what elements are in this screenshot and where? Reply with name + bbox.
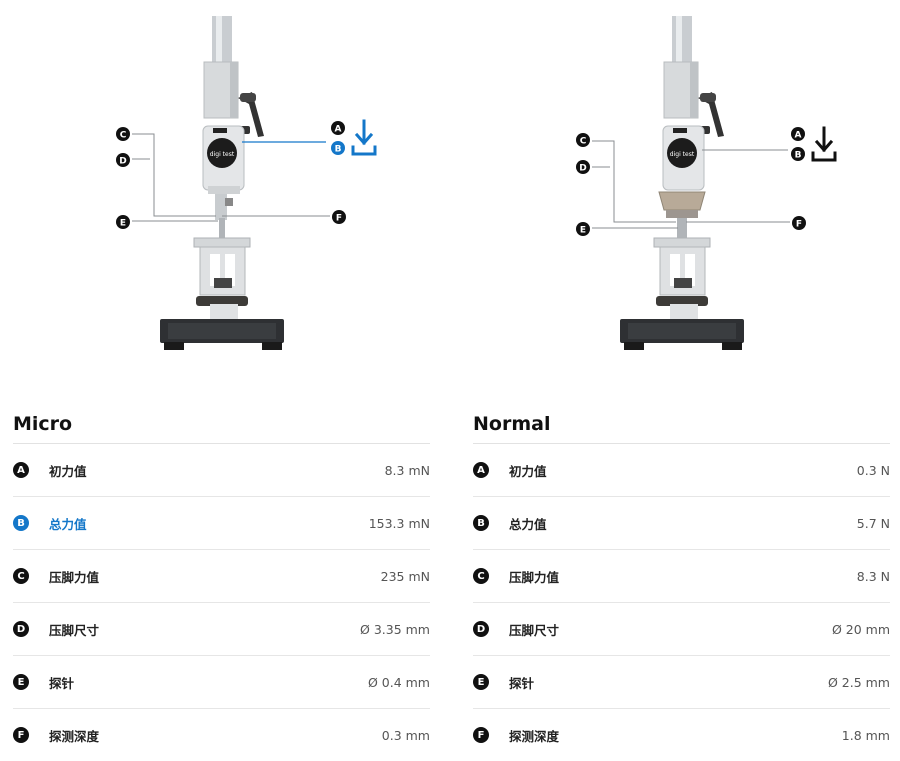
marker-c: C xyxy=(116,127,130,141)
marker-f: F xyxy=(332,210,346,224)
micro-title: Micro xyxy=(13,405,430,444)
spec-label: 初力值 xyxy=(509,463,547,479)
spec-value: Ø 0.4 mm xyxy=(367,674,430,690)
spec-row-c: C 压脚力值 8.3 N xyxy=(473,550,890,603)
svg-text:F: F xyxy=(796,220,802,230)
spec-value: 0.3 N xyxy=(856,462,890,478)
normal-device-illustration: digi test C D E F A B xyxy=(460,0,900,370)
svg-text:E: E xyxy=(120,219,126,229)
spec-row-e: E 探针 Ø 0.4 mm xyxy=(13,656,430,709)
spec-label: 总力值 xyxy=(509,516,547,532)
svg-text:D: D xyxy=(119,157,126,167)
svg-text:F: F xyxy=(336,214,342,224)
spec-label: 压脚力值 xyxy=(509,569,560,585)
download-arrow-icon xyxy=(351,119,377,156)
marker-a: A xyxy=(331,121,345,135)
dial-brand-label: digi test xyxy=(210,151,235,158)
dial-brand-label: digi test xyxy=(670,151,695,158)
svg-text:C: C xyxy=(120,131,127,141)
marker-e: E xyxy=(116,215,130,229)
spec-row-f: F 探测深度 1.8 mm xyxy=(473,709,890,761)
marker-f: F xyxy=(792,216,806,230)
svg-text:B: B xyxy=(335,145,342,155)
spec-row-a: A 初力值 0.3 N xyxy=(473,444,890,497)
spec-row-f: F 探测深度 0.3 mm xyxy=(13,709,430,761)
download-arrow-icon xyxy=(811,126,837,162)
marker-c: C xyxy=(576,133,590,147)
svg-text:D: D xyxy=(579,164,586,174)
spec-label: 压脚力值 xyxy=(49,569,100,585)
marker-e: E xyxy=(576,222,590,236)
badge-d: D xyxy=(473,621,489,637)
spec-row-a: A 初力值 8.3 mN xyxy=(13,444,430,497)
svg-text:A: A xyxy=(335,125,342,135)
marker-a: A xyxy=(791,127,805,141)
badge-a: A xyxy=(13,462,29,478)
spec-label: 探测深度 xyxy=(509,728,560,744)
badge-d: D xyxy=(13,621,29,637)
spec-value: 1.8 mm xyxy=(841,727,890,743)
marker-b: B xyxy=(331,141,345,155)
spec-row-b: B 总力值 153.3 mN xyxy=(13,497,430,550)
svg-text:B: B xyxy=(795,151,802,161)
spec-value: Ø 2.5 mm xyxy=(827,674,890,690)
spec-label: 总力值 xyxy=(49,516,87,532)
spec-label: 压脚尺寸 xyxy=(49,622,100,638)
spec-value: 0.3 mm xyxy=(381,727,430,743)
micro-spec-panel: Micro A 初力值 8.3 mN B 总力值 153.3 mN C 压脚力值… xyxy=(13,405,430,761)
marker-d: D xyxy=(576,160,590,174)
normal-title: Normal xyxy=(473,405,890,444)
spec-value: 8.3 N xyxy=(856,568,890,584)
badge-a: A xyxy=(473,462,489,478)
spec-row-c: C 压脚力值 235 mN xyxy=(13,550,430,603)
normal-spec-panel: Normal A 初力值 0.3 N B 总力值 5.7 N C 压脚力值 8.… xyxy=(473,405,890,761)
badge-c: C xyxy=(473,568,489,584)
marker-b: B xyxy=(791,147,805,161)
spec-value: 5.7 N xyxy=(856,515,890,531)
marker-d: D xyxy=(116,153,130,167)
spec-row-b: B 总力值 5.7 N xyxy=(473,497,890,550)
spec-value: Ø 3.35 mm xyxy=(360,621,430,637)
spec-label: 初力值 xyxy=(49,463,87,479)
svg-text:E: E xyxy=(580,226,586,236)
badge-c: C xyxy=(13,568,29,584)
badge-f: F xyxy=(13,727,29,743)
badge-b: B xyxy=(13,515,29,531)
spec-row-d: D 压脚尺寸 Ø 20 mm xyxy=(473,603,890,656)
badge-e: E xyxy=(13,674,29,690)
spec-value: 153.3 mN xyxy=(368,515,430,531)
spec-label: 探测深度 xyxy=(49,728,100,744)
badge-f: F xyxy=(473,727,489,743)
spec-value: Ø 20 mm xyxy=(831,621,890,637)
spec-label: 压脚尺寸 xyxy=(509,622,560,638)
badge-e: E xyxy=(473,674,489,690)
svg-text:A: A xyxy=(795,131,802,141)
svg-text:C: C xyxy=(580,137,587,147)
spec-label: 探针 xyxy=(509,675,535,691)
spec-value: 235 mN xyxy=(380,568,430,584)
spec-label: 探针 xyxy=(49,675,75,691)
spec-row-d: D 压脚尺寸 Ø 3.35 mm xyxy=(13,603,430,656)
spec-value: 8.3 mN xyxy=(384,462,430,478)
spec-row-e: E 探针 Ø 2.5 mm xyxy=(473,656,890,709)
micro-device-illustration: digi test C D E F A B xyxy=(0,0,450,370)
badge-b: B xyxy=(473,515,489,531)
